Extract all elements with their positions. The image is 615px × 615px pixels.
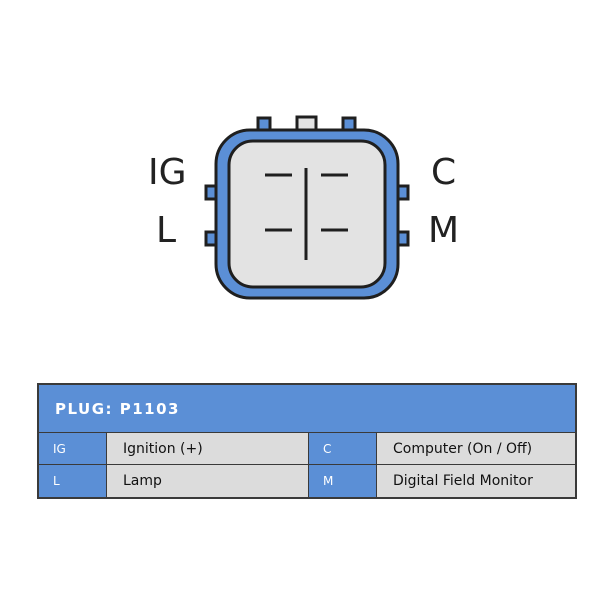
pin-label-m: M xyxy=(428,210,460,251)
connector-plug-drawing xyxy=(204,115,410,300)
pin-code-cell: C xyxy=(309,433,377,464)
pin-description-cell: Digital Field Monitor xyxy=(377,465,575,497)
connector-diagram: IG L C M xyxy=(148,115,460,300)
pin-description-cell: Ignition (+) xyxy=(107,433,309,464)
plug-pinout-table: PLUG: P1103 IG Ignition (+) C Computer (… xyxy=(37,383,577,499)
plug-table-header: PLUG: P1103 xyxy=(39,385,575,433)
pin-description-cell: Computer (On / Off) xyxy=(377,433,575,464)
pin-code-cell: M xyxy=(309,465,377,497)
table-row: L Lamp M Digital Field Monitor xyxy=(39,465,575,497)
pin-code-cell: IG xyxy=(39,433,107,464)
pin-code-cell: L xyxy=(39,465,107,497)
pin-label-ig: IG xyxy=(148,152,187,193)
pin-description-cell: Lamp xyxy=(107,465,309,497)
pin-label-l: L xyxy=(156,210,177,251)
table-row: IG Ignition (+) C Computer (On / Off) xyxy=(39,433,575,465)
pin-label-c: C xyxy=(431,152,457,193)
